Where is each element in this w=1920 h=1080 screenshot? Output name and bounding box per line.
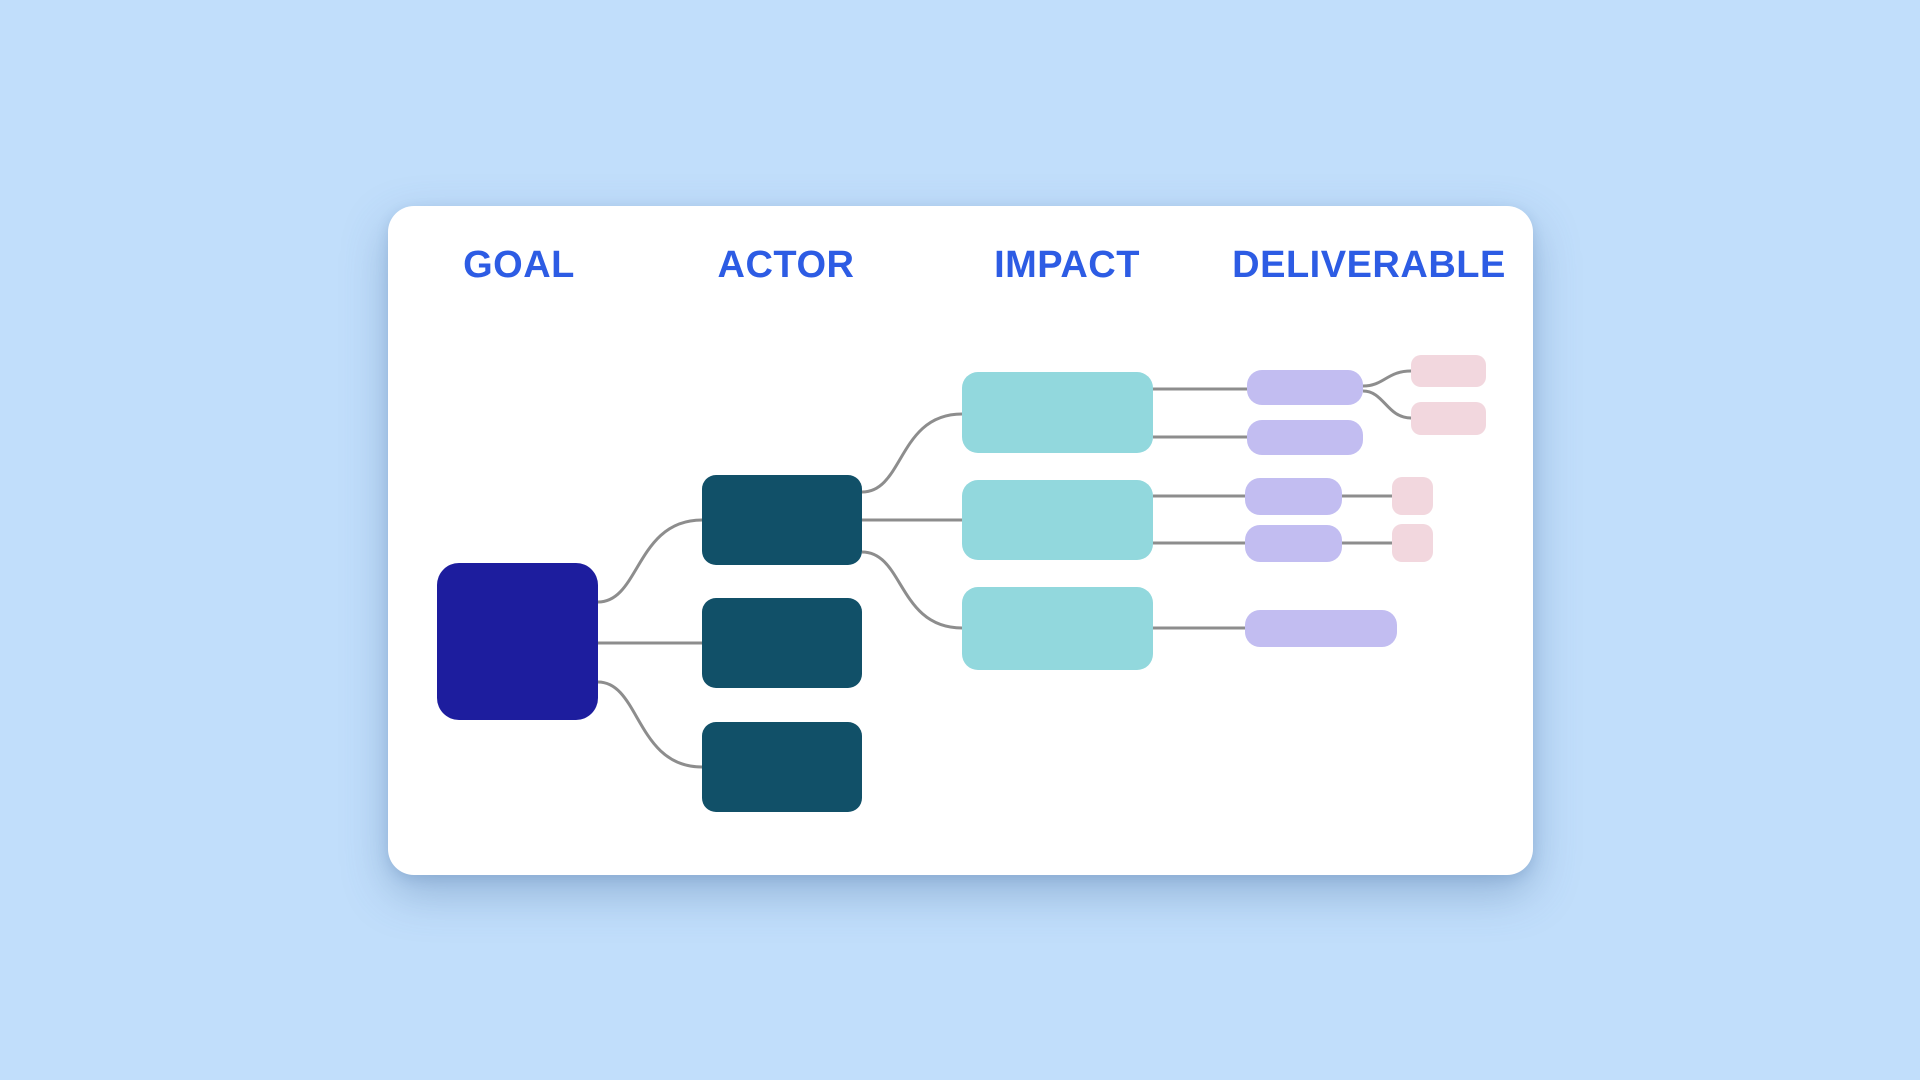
sub-deliverable-1-node[interactable] xyxy=(1411,355,1486,387)
sub-deliverable-2-node[interactable] xyxy=(1411,402,1486,435)
column-header-deliverable: DELIVERABLE xyxy=(1232,244,1506,286)
edge-goal-1-to-actor-1 xyxy=(597,518,703,604)
actor-3-node[interactable] xyxy=(702,722,862,812)
deliverable-5-node[interactable] xyxy=(1245,610,1397,647)
actor-2-node[interactable] xyxy=(702,598,862,688)
column-header-impact: IMPACT xyxy=(994,244,1140,286)
impact-2-node[interactable] xyxy=(962,480,1153,560)
sub-deliverable-4-node[interactable] xyxy=(1392,524,1433,562)
deliverable-2-node[interactable] xyxy=(1247,420,1363,455)
impact-1-node[interactable] xyxy=(962,372,1153,453)
connector-layer xyxy=(597,369,1412,769)
column-header-goal: GOAL xyxy=(463,244,575,286)
impact-3-node[interactable] xyxy=(962,587,1153,670)
edge-deliverable-1-to-sub-deliverable-1 xyxy=(1362,369,1412,388)
deliverable-3-node[interactable] xyxy=(1245,478,1342,515)
deliverable-1-node[interactable] xyxy=(1247,370,1363,405)
edge-actor-1-to-impact-1 xyxy=(861,412,963,494)
goal-1-node[interactable] xyxy=(437,563,598,720)
sub-deliverable-3-node[interactable] xyxy=(1392,477,1433,515)
actor-1-node[interactable] xyxy=(702,475,862,565)
deliverable-4-node[interactable] xyxy=(1245,525,1342,562)
edge-deliverable-1-to-sub-deliverable-2 xyxy=(1362,389,1412,420)
column-header-actor: ACTOR xyxy=(717,244,855,286)
edge-goal-1-to-actor-3 xyxy=(597,680,703,769)
edge-actor-1-to-impact-3 xyxy=(861,550,963,630)
diagram-card: GOAL ACTOR IMPACT DELIVERABLE xyxy=(388,206,1533,875)
